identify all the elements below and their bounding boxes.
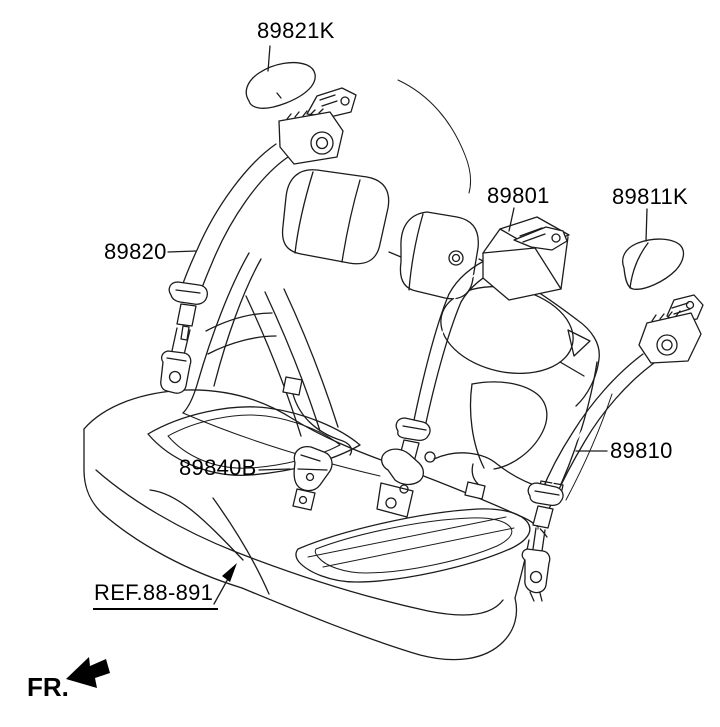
leader-89821K xyxy=(267,45,271,72)
headrests xyxy=(281,169,479,300)
part-label-89821K: 89821K xyxy=(257,18,335,43)
buckle-89840B xyxy=(282,376,353,511)
leader-89811K xyxy=(645,208,648,242)
part-label-89840B: 89840B xyxy=(179,455,257,480)
part-label-89810: 89810 xyxy=(610,438,673,463)
fr-direction-arrow-icon xyxy=(66,657,110,688)
part-label-89811K: 89811K xyxy=(612,184,689,209)
fr-label: FR. xyxy=(27,672,69,702)
leader-89801 xyxy=(508,207,515,232)
belt-center-89801 xyxy=(376,216,570,518)
seat-cushion xyxy=(83,389,548,661)
cover-89811K xyxy=(622,238,685,290)
leader-89840B xyxy=(258,468,291,471)
ref-leader-arrow xyxy=(213,563,237,605)
ref-label-88-891: REF.88-891 xyxy=(93,582,219,610)
part-label-89820: 89820 xyxy=(104,239,167,264)
cover-89821K xyxy=(245,62,316,109)
belt-right-89810 xyxy=(521,294,704,602)
part-label-89801: 89801 xyxy=(487,183,550,208)
belt-left-89820 xyxy=(160,87,357,394)
leader-lines xyxy=(167,45,648,471)
leader-89820 xyxy=(167,250,197,253)
